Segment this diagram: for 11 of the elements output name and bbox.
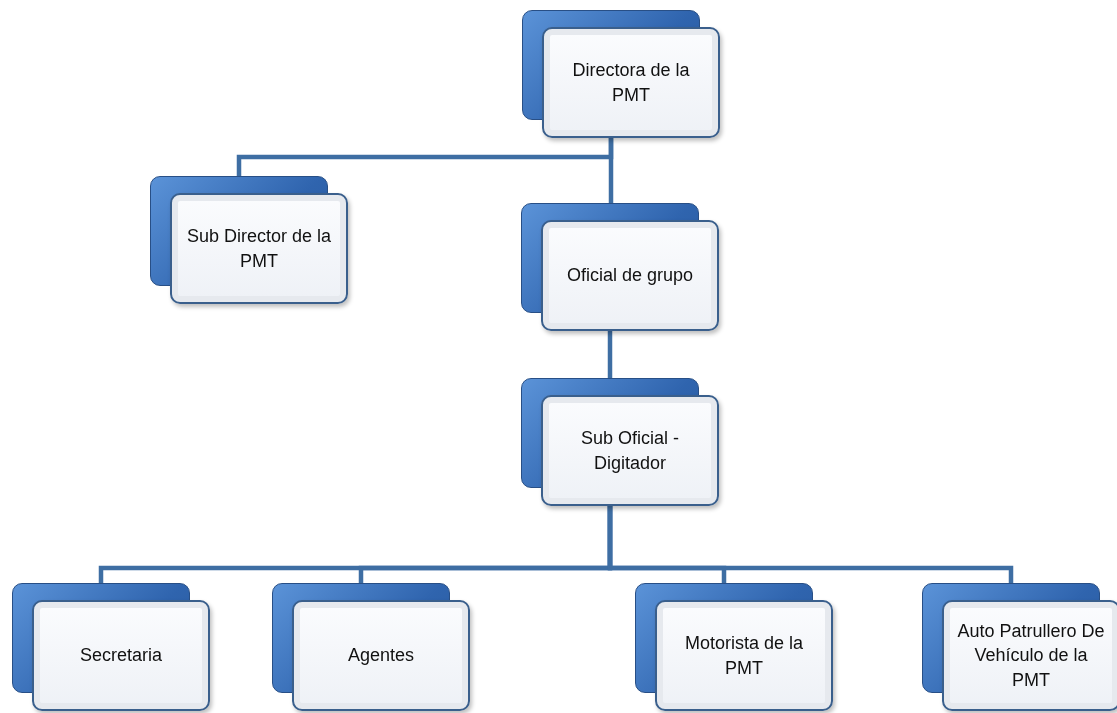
connector-line (608, 138, 614, 203)
position-title: Secretaria (79, 644, 162, 668)
position-title: Sub Director de la PMT (185, 225, 333, 273)
position-title: Agentes (347, 644, 415, 668)
position-title: Auto Patrullero De Vehículo de la PMT (956, 620, 1106, 692)
connector-line (607, 506, 1014, 583)
position-title: Sub Oficial - Digitador (579, 427, 680, 475)
position-title: Directora de la PMT (571, 59, 691, 107)
connector-line (607, 331, 613, 378)
position-title: Motorista de la PMT (683, 632, 805, 680)
position-title: Oficial de grupo (566, 264, 694, 288)
